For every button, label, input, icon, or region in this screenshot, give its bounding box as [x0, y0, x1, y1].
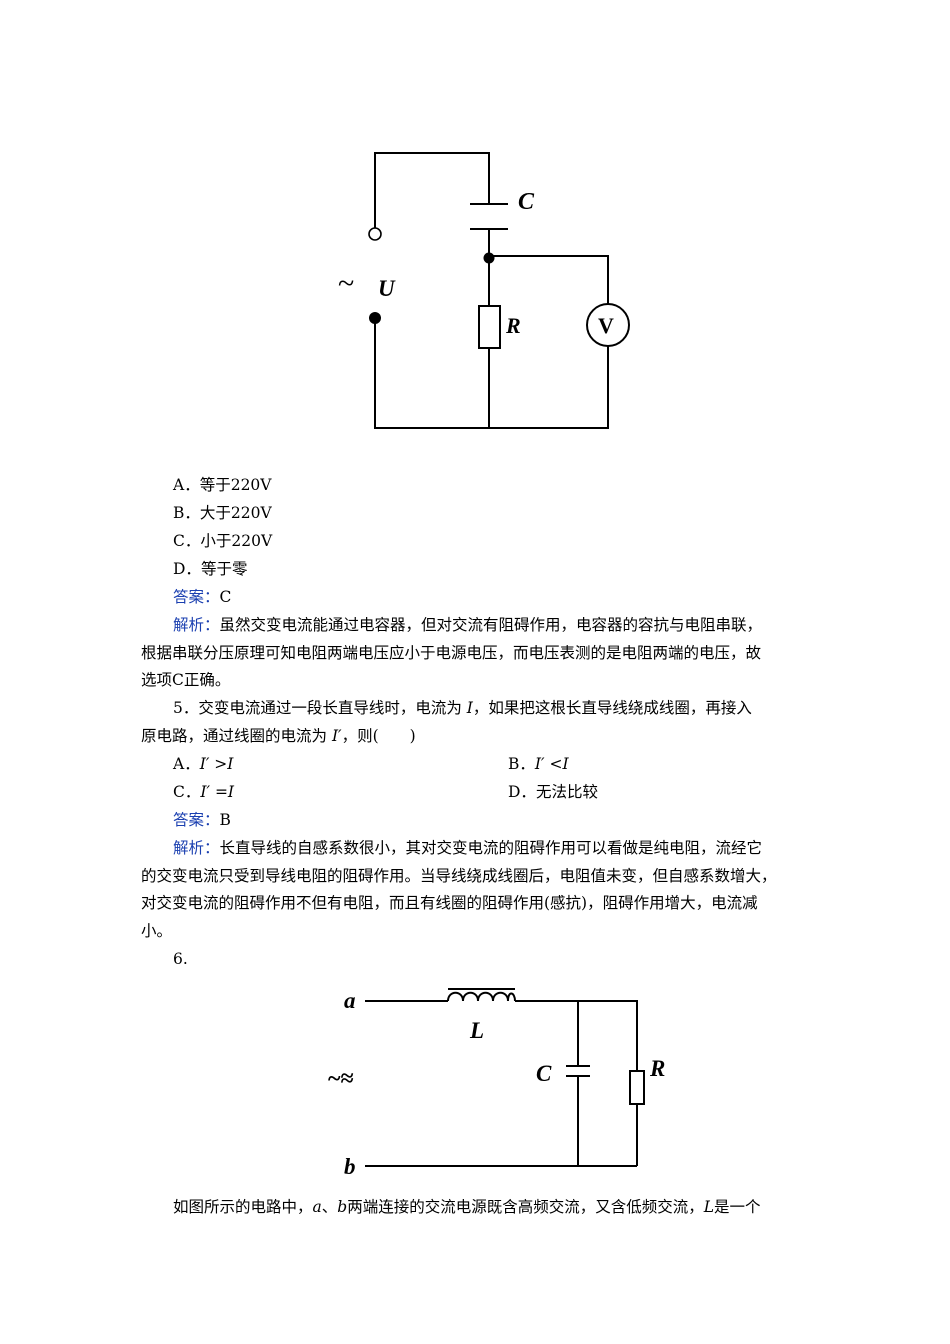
label-l: L [469, 1018, 484, 1043]
q5-option-d: D．无法比较 [508, 783, 598, 801]
q4-answer: 答案：C [173, 588, 232, 606]
q5-option-a: A．I′ >I [173, 755, 234, 773]
ac-symbol: ~ [338, 267, 354, 300]
ac-mixed-symbol: ~≈ [328, 1066, 354, 1092]
q4-analysis-line-3: 选项C正确。 [141, 671, 231, 689]
circuit-figure-1: C ~ U R V [338, 152, 630, 429]
q4-option-b: B．大于220V [173, 504, 272, 522]
label-b: b [344, 1154, 356, 1179]
label-r2: R [649, 1056, 665, 1081]
q5-answer: 答案：B [173, 811, 231, 829]
q5-analysis-line-4: 小。 [141, 922, 173, 940]
q4-analysis-line-1: 解析：虽然交变电流能通过电容器，但对交流有阻碍作用，电容器的容抗与电阻串联， [173, 616, 763, 634]
q5-analysis-line-2: 的交变电流只受到导线电阻的阻碍作用。当导线绕成线圈后，电阻值未变，但自感系数增大… [141, 867, 777, 885]
q5-option-c: C．I′ =I [173, 783, 235, 801]
q5-stem-line-1: 5．交变电流通过一段长直导线时，电流为 I，如果把这根长直导线绕成线圈，再接入 [173, 699, 752, 717]
label-u: U [378, 276, 396, 301]
q6-stem-line-1: 如图所示的电路中，a、b两端连接的交流电源既含高频交流，又含低频交流，L是一个 [173, 1198, 761, 1216]
circuit-figure-2: a b L C R ~≈ [328, 988, 665, 1179]
q4-option-d: D．等于零 [173, 560, 248, 578]
label-a: a [344, 988, 356, 1013]
q4-option-a: A．等于220V [173, 476, 272, 494]
q5-analysis-line-1: 解析：长直导线的自感系数很小，其对交变电流的阻碍作用可以看做是纯电阻，流经它 [173, 839, 763, 857]
label-c: C [518, 189, 535, 215]
q6-number: 6. [173, 950, 188, 968]
q5-option-b: B．I′ <I [508, 755, 569, 773]
q4-analysis-line-2: 根据串联分压原理可知电阻两端电压应小于电源电压，而电压表测的是电阻两端的电压，故 [141, 644, 762, 662]
label-v: V [598, 313, 614, 338]
q4-option-c: C．小于220V [173, 532, 273, 550]
label-r: R [505, 313, 521, 338]
label-c2: C [536, 1061, 552, 1086]
q5-stem-line-2: 原电路，通过线圈的电流为 I′，则( ) [141, 727, 416, 745]
q5-analysis-line-3: 对交变电流的阻碍作用不但有电阻，而且有线圈的阻碍作用(感抗)，阻碍作用增大，电流… [141, 894, 758, 912]
